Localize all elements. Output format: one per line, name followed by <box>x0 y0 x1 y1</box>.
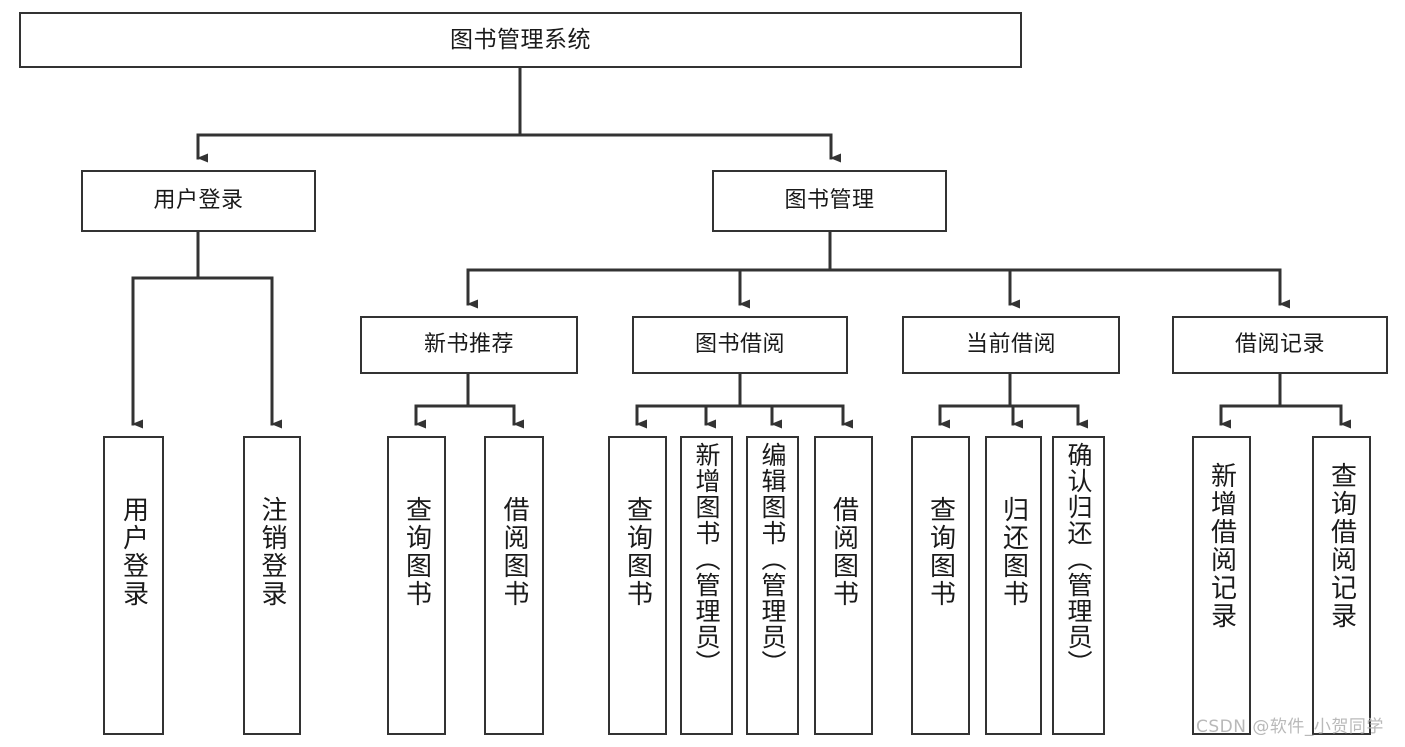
node-root[interactable]: 图书管理系统 <box>19 12 1022 68</box>
node-root-label: 图书管理系统 <box>450 26 591 53</box>
leaf-add-book-admin[interactable]: 新增图书（管理员） <box>680 436 733 735</box>
watermark: CSDN @软件_小贺同学 <box>1196 717 1384 737</box>
leaf-edit-book-admin-label: 编辑图书（管理员） <box>758 442 787 676</box>
leaf-confirm-return-admin[interactable]: 确认归还（管理员） <box>1052 436 1105 735</box>
leaf-query-borrow-record-label: 查询借阅记录 <box>1326 462 1357 630</box>
node-current-borrow-label: 当前借阅 <box>965 332 1056 358</box>
leaf-query-book-2[interactable]: 查询图书 <box>608 436 667 735</box>
leaf-logout-label: 注销登录 <box>257 496 287 608</box>
leaf-user-login[interactable]: 用户登录 <box>103 436 164 735</box>
node-borrow-record[interactable]: 借阅记录 <box>1172 316 1388 374</box>
leaf-query-borrow-record[interactable]: 查询借阅记录 <box>1312 436 1371 735</box>
node-book-management[interactable]: 图书管理 <box>712 170 947 232</box>
leaf-query-book-2-label: 查询图书 <box>622 496 653 608</box>
leaf-borrow-book-1[interactable]: 借阅图书 <box>484 436 544 735</box>
leaf-query-book-1[interactable]: 查询图书 <box>387 436 446 735</box>
leaf-edit-book-admin[interactable]: 编辑图书（管理员） <box>746 436 799 735</box>
node-user-login[interactable]: 用户登录 <box>81 170 316 232</box>
leaf-add-borrow-record-label: 新增借阅记录 <box>1206 462 1237 630</box>
node-borrow-record-label: 借阅记录 <box>1234 332 1325 358</box>
leaf-user-login-label: 用户登录 <box>118 496 149 608</box>
leaf-confirm-return-admin-label: 确认归还（管理员） <box>1064 442 1093 676</box>
leaf-query-book-3[interactable]: 查询图书 <box>911 436 970 735</box>
leaf-add-book-admin-label: 新增图书（管理员） <box>692 442 721 676</box>
leaf-query-book-1-label: 查询图书 <box>401 496 432 608</box>
leaf-add-borrow-record[interactable]: 新增借阅记录 <box>1192 436 1251 735</box>
leaf-logout[interactable]: 注销登录 <box>243 436 301 735</box>
node-book-borrow[interactable]: 图书借阅 <box>632 316 848 374</box>
leaf-borrow-book-1-label: 借阅图书 <box>499 496 529 608</box>
node-book-management-label: 图书管理 <box>784 188 875 214</box>
node-new-book-recommend[interactable]: 新书推荐 <box>360 316 578 374</box>
node-user-login-label: 用户登录 <box>153 188 244 214</box>
leaf-borrow-book-2-label: 借阅图书 <box>828 496 859 608</box>
leaf-query-book-3-label: 查询图书 <box>925 496 956 608</box>
node-new-book-recommend-label: 新书推荐 <box>423 332 514 358</box>
node-current-borrow[interactable]: 当前借阅 <box>902 316 1120 374</box>
leaf-return-book-label: 归还图书 <box>998 496 1029 608</box>
node-book-borrow-label: 图书借阅 <box>694 332 785 358</box>
leaf-return-book[interactable]: 归还图书 <box>985 436 1042 735</box>
leaf-borrow-book-2[interactable]: 借阅图书 <box>814 436 873 735</box>
